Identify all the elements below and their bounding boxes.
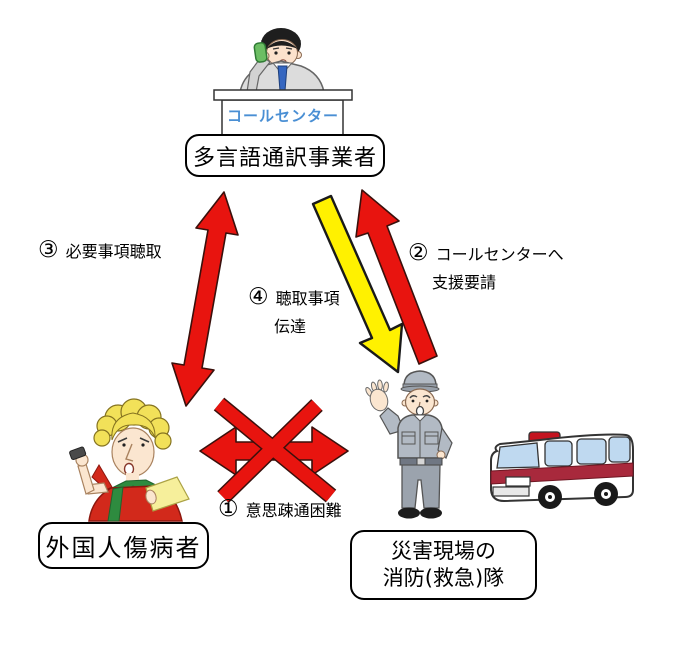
step4-number: ④ [248, 283, 269, 310]
arrow-layer [171, 189, 438, 503]
fireteam-box: 災害現場の 消防(救急)隊 [350, 530, 537, 600]
step3-text: 必要事項聴取 [65, 242, 162, 261]
firefighter-icon [365, 370, 453, 519]
interpreter-box-label: 多言語通訳事業者 [192, 145, 377, 171]
step4-text-line1: 聴取事項 [275, 289, 340, 308]
step4-annotation: ④ 聴取事項 [248, 285, 340, 309]
fireteam-box-label-line1: 災害現場の [391, 539, 496, 563]
step1-number: ① [218, 495, 239, 522]
blocked-communication-x-icon [213, 397, 337, 503]
call-center-operator-icon [239, 28, 325, 93]
firefighter-pants [401, 464, 441, 509]
arrow-request-to-callcenter [355, 189, 438, 365]
firefighter-raised-hand [365, 379, 389, 412]
step3-annotation: ③ 必要事項聴取 [38, 238, 162, 262]
firefighter-cap [403, 370, 437, 387]
step2-number: ② [408, 239, 429, 266]
arrow-interpreter-patient [171, 191, 239, 407]
foreign-patient-icon [69, 398, 190, 522]
step4-text-line2: 伝達 [274, 317, 307, 336]
phone-handset-icon [253, 42, 268, 63]
operator-tie [277, 65, 288, 92]
step1-annotation: ① 意思疎通困難 [218, 497, 342, 521]
step2-text-line2: 支援要請 [432, 273, 497, 292]
step1-text: 意思疎通困難 [245, 501, 342, 520]
call-center-sign: コールセンター [226, 107, 339, 125]
interpreter-box: 多言語通訳事業者 [185, 134, 385, 177]
step2-annotation: ② コールセンターへ [408, 241, 564, 265]
fireteam-box-label-line2: 消防(救急)隊 [382, 566, 505, 590]
step2-text-line1: コールセンターへ [435, 245, 564, 264]
ambulance-windshield [496, 442, 540, 469]
ambulance-icon [490, 431, 634, 509]
patient-box-label: 外国人傷病者 [45, 534, 202, 562]
handheld-object-icon [69, 446, 87, 461]
arrow-relay-to-fireteam [311, 194, 404, 374]
step3-number: ③ [38, 236, 59, 263]
patient-box: 外国人傷病者 [38, 522, 209, 569]
